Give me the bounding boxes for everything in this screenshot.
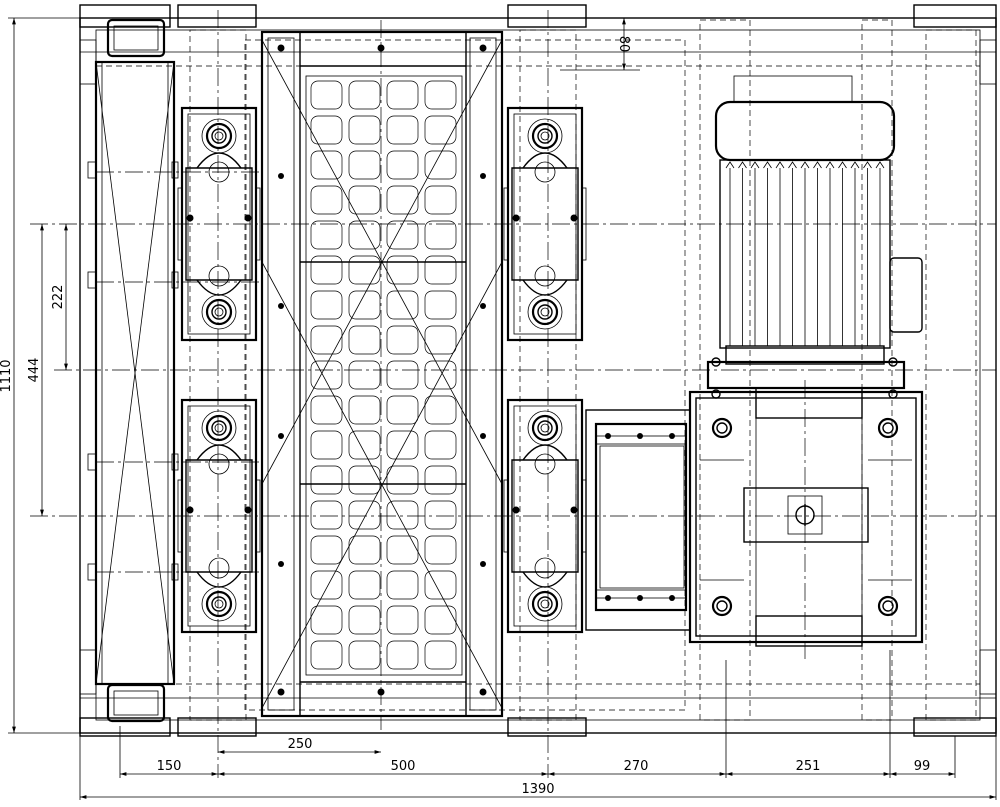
dim-1110: 1110 [0,359,14,392]
screen-frame [260,30,504,718]
center-lines [8,10,997,800]
dimensions: 150 500 270 251 99 250 1390 1110 444 222… [0,18,996,799]
motor-fins [725,161,885,346]
dim-222: 222 [51,285,66,310]
dim-80: 80 [616,36,631,53]
dim-1390: 1390 [521,782,554,797]
bearing-blocks [177,106,587,634]
gearbox [688,387,924,647]
base-frame [79,4,997,737]
dim-500: 500 [391,759,416,774]
motor [706,75,923,399]
left-chute [87,18,179,723]
screen-mesh [308,78,460,673]
dim-99: 99 [914,759,931,774]
dim-444: 444 [27,358,42,383]
coupling [585,409,691,631]
dim-250: 250 [288,737,313,752]
dim-150: 150 [157,759,182,774]
dim-270: 270 [624,759,649,774]
dim-251: 251 [796,759,821,774]
